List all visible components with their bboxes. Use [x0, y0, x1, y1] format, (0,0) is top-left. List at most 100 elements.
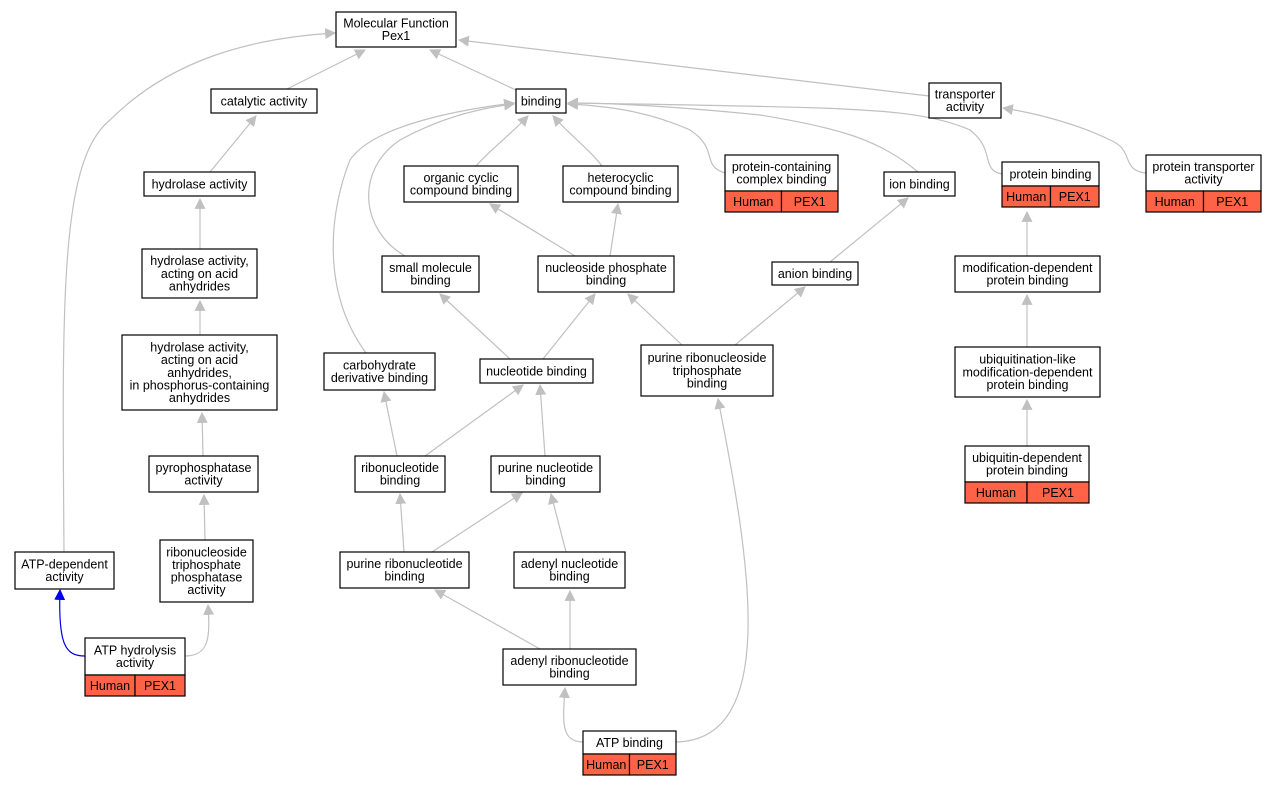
edge-hydrolase-to-catalytic [209, 115, 257, 173]
node-label-line: binding [525, 474, 565, 488]
annotation-gene-cell [1202, 190, 1262, 213]
node-hydrolase[interactable]: hydrolase activity [143, 171, 256, 197]
edge-pur_nuc-to-nucleotide [535, 383, 547, 457]
node-ion[interactable]: ion binding [883, 171, 956, 197]
edge-pyro-to-hydro_phos [196, 411, 208, 457]
node-label-line: protein-containing [732, 160, 831, 174]
node-box [381, 255, 480, 293]
annotation-gene-cell [780, 190, 839, 213]
edge-atp_hyd-to-ribo_tri_phos [184, 603, 215, 657]
node-label-line: protein binding [986, 274, 1068, 288]
edge-pur_ribo_tri-to-nuc_phos [627, 293, 683, 346]
node-label-line: protein binding [1009, 167, 1091, 181]
edge-nucleotide-to-small_mol [439, 293, 511, 360]
edge-pur_ribonuc-to-pur_nuc [431, 492, 523, 553]
node-label-line: ATP hydrolysis [94, 644, 176, 658]
node-catalytic[interactable]: catalytic activity [210, 88, 318, 114]
node-binding[interactable]: binding [515, 88, 567, 114]
node-box [724, 154, 839, 192]
node-label-line: pyrophosphatase [156, 461, 252, 475]
node-label-line: binding [586, 274, 626, 288]
node-label-line: transporter [935, 88, 995, 102]
edge-nuc_phos-to-hetero [609, 202, 622, 257]
node-label-line: heterocyclic [588, 171, 654, 185]
node-box [883, 171, 956, 197]
edge-ribonuc-to-carb [380, 390, 398, 457]
node-label-line: ion binding [889, 177, 950, 191]
annotation-gene-cell [1026, 481, 1090, 504]
edge-catalytic-to-mf [286, 49, 366, 90]
node-box [562, 165, 679, 203]
annotation-gene: PEX1 [794, 195, 826, 209]
node-hydro-phos[interactable]: hydrolase activity,acting on acidanhydri… [121, 334, 278, 411]
node-ubl[interactable]: ubiquitination-likemodification-dependen… [954, 346, 1101, 398]
edge-adenyl_nuc-to-pur_nuc [548, 492, 567, 553]
annotation-species: Human [1155, 195, 1195, 209]
node-label-line: Pex1 [382, 29, 411, 43]
node-label-line: binding [410, 274, 450, 288]
node-label-line: compound binding [410, 184, 512, 198]
node-label-line: phosphatase [171, 571, 243, 585]
edge-small_mol-to-binding [368, 99, 516, 257]
node-label-line: modification-dependent [963, 261, 1093, 275]
node-label-line: catalytic activity [221, 94, 309, 108]
annotation-gene-cell [134, 674, 186, 697]
annotation-gene: PEX1 [637, 758, 669, 772]
node-label-line: activity [1184, 173, 1223, 187]
node-label-line: acting on acid [161, 353, 238, 367]
node-label-line: organic cyclic [423, 171, 498, 185]
node-label-line: anhydrides [169, 279, 230, 293]
node-nucleotide[interactable]: nucleotide binding [479, 358, 594, 384]
node-ribo-tri-phos[interactable]: ribonucleosidetriphosphatephosphataseact… [159, 539, 254, 603]
node-box [954, 346, 1101, 398]
edge-atp_hyd-to-atp_dep [54, 588, 86, 657]
node-label-line: carbohydrate [343, 359, 416, 373]
node-label-line: binding [687, 376, 727, 390]
edge-pur_ribo_tri-to-anion [734, 286, 806, 346]
node-hydro-acid[interactable]: hydrolase activity,acting on acidanhydri… [141, 248, 258, 299]
node-box [502, 648, 637, 686]
node-box [354, 455, 446, 493]
node-label-line: complex binding [736, 173, 826, 187]
annotation-species: Human [90, 679, 130, 693]
node-label-line: binding [549, 570, 589, 584]
node-anion[interactable]: anion binding [771, 261, 859, 286]
node-box [479, 358, 594, 384]
edge-carb-to-binding [332, 98, 516, 354]
annotation-gene-cell [628, 753, 677, 776]
node-label-line: small molecule [389, 261, 472, 275]
node-box [513, 551, 626, 589]
node-label-line: nucleoside phosphate [545, 261, 667, 275]
node-label-line: triphosphate [673, 364, 742, 378]
node-box [159, 539, 254, 603]
node-label-line: nucleotide binding [486, 364, 587, 378]
node-label-line: modification-dependent [963, 365, 1093, 379]
node-label-line: triphosphate [172, 558, 241, 572]
node-box [143, 171, 256, 197]
node-label-line: ATP-dependent [21, 558, 108, 572]
edge-atp_binding-to-pur_ribo_tri [675, 397, 749, 743]
